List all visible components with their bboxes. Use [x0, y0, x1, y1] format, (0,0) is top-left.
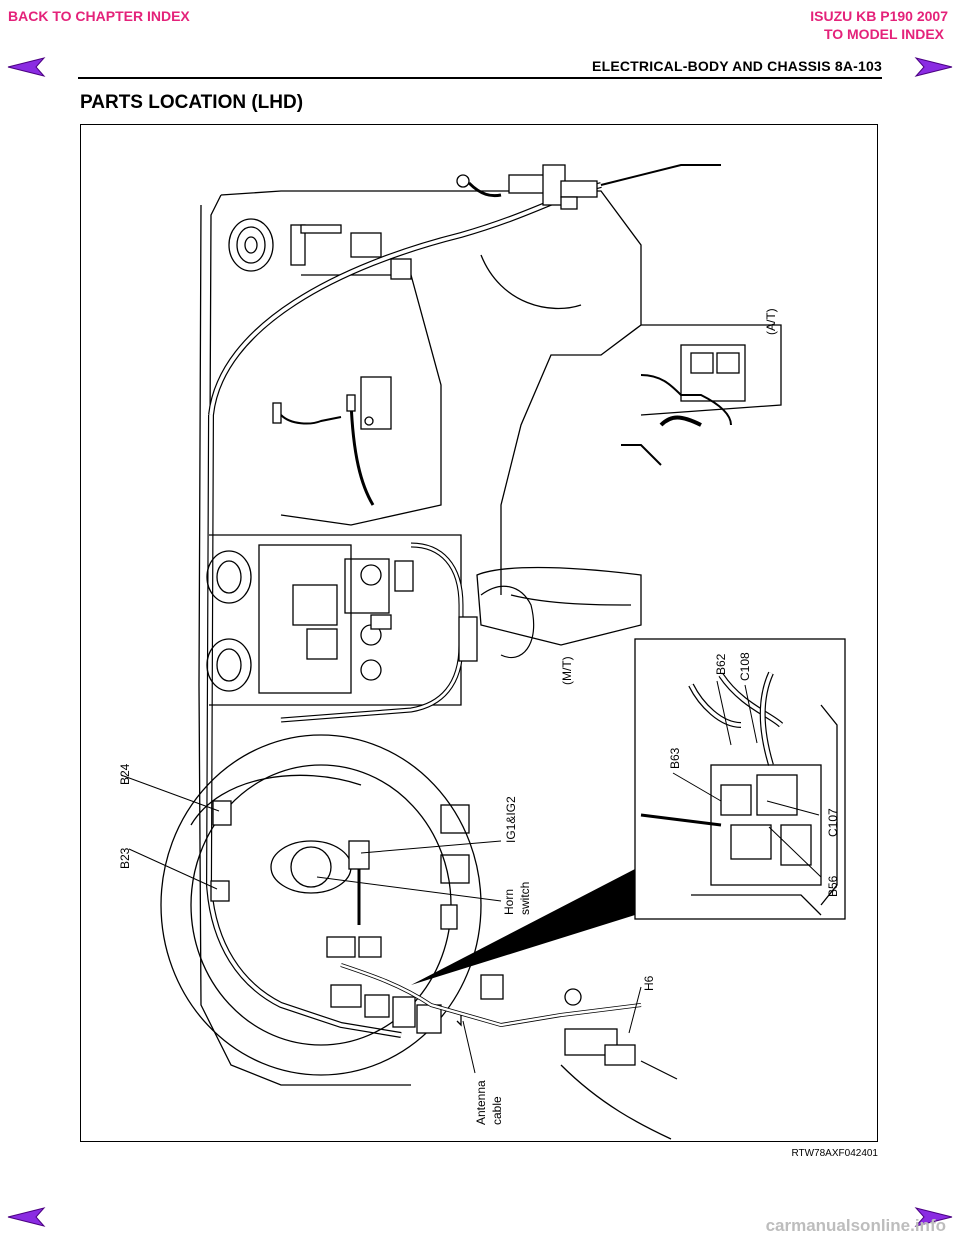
- back-to-chapter-index-link[interactable]: BACK TO CHAPTER INDEX: [8, 8, 190, 24]
- dashboard-wiring-diagram: [160, 164, 846, 1140]
- label-c107: C107: [826, 808, 840, 837]
- figure-code: RTW78AXF042401: [791, 1148, 878, 1159]
- label-horn-2: switch: [518, 882, 532, 915]
- label-at: (A/T): [764, 308, 778, 335]
- label-b56: B56: [826, 875, 840, 897]
- previous-page-arrow-icon[interactable]: [6, 56, 46, 78]
- label-horn-1: Horn: [502, 889, 516, 915]
- label-b63: B63: [668, 747, 682, 769]
- next-page-arrow-icon[interactable]: [914, 56, 954, 78]
- previous-page-arrow-icon-bottom[interactable]: [6, 1206, 46, 1228]
- watermark: carmanualsonline.info: [765, 1216, 946, 1235]
- section-header: ELECTRICAL-BODY AND CHASSIS 8A-103: [592, 58, 882, 74]
- label-antenna-1: Antenna: [474, 1080, 488, 1125]
- model-title: ISUZU KB P190 2007: [810, 8, 948, 24]
- to-model-index-link[interactable]: TO MODEL INDEX: [823, 26, 944, 42]
- label-b23: B23: [118, 847, 132, 869]
- label-h6: H6: [642, 975, 656, 991]
- label-antenna-2: cable: [490, 1096, 504, 1125]
- label-c108: C108: [738, 652, 752, 681]
- page-title: PARTS LOCATION (LHD): [80, 92, 304, 113]
- next-page-arrow-icon-bottom[interactable]: [914, 1206, 954, 1228]
- label-b24: B24: [118, 763, 132, 785]
- header-rule: [78, 77, 882, 79]
- parts-location-figure: (A/T) (M/T) B24 B23 IG1&IG2 Horn switch …: [80, 124, 878, 1142]
- label-ig: IG1&IG2: [504, 796, 518, 843]
- label-mt: (M/T): [560, 656, 574, 685]
- label-b62: B62: [714, 653, 728, 675]
